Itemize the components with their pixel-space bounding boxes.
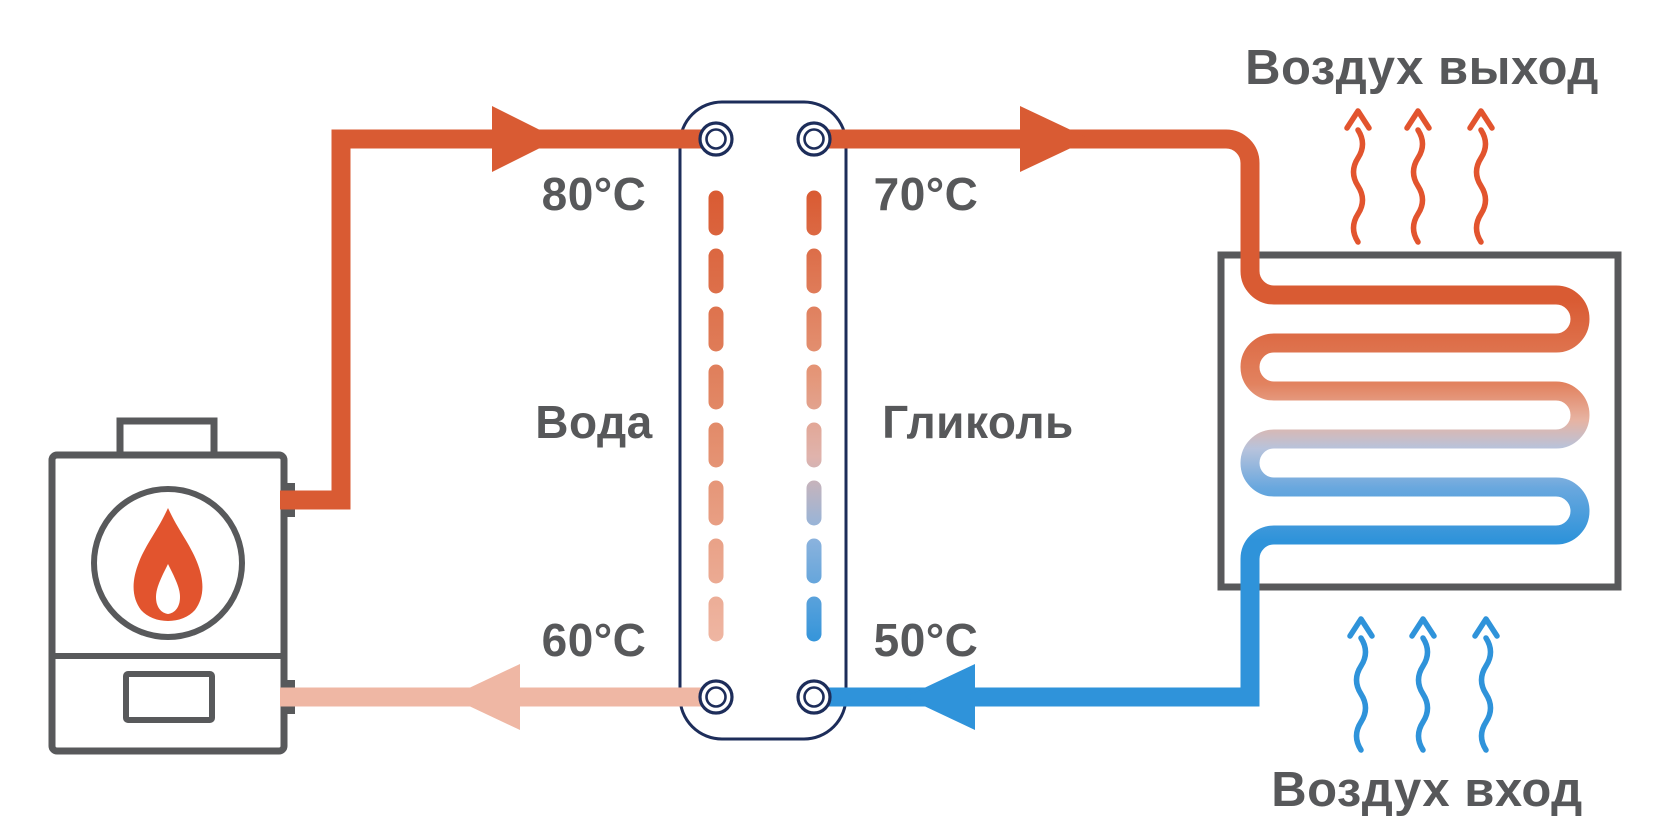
glycol-return-flow-arrow-icon <box>905 664 975 730</box>
boiler-door <box>123 671 215 723</box>
port-top-right <box>796 121 832 157</box>
water-return-flow-arrow-icon <box>450 664 520 730</box>
glycol-loop-coil-pipe <box>820 129 1590 707</box>
cold-air-arrow-icon <box>1347 616 1375 753</box>
exchanger-ports <box>698 121 832 715</box>
hot-air-arrow-icon <box>1344 108 1372 245</box>
fluid-label-glycol: Гликоль <box>882 396 1074 448</box>
cold-air-arrow-icon <box>1472 616 1500 753</box>
boiler <box>48 417 295 755</box>
temp-label-80: 80°C <box>542 168 647 220</box>
air-inlet-arrows <box>1347 616 1500 753</box>
supply-flow-arrow-icon <box>492 106 558 172</box>
port-bottom-left <box>698 679 734 715</box>
air-inlet-label: Воздух вход <box>1271 763 1583 817</box>
cold-air-arrow-icon <box>1409 616 1437 753</box>
flow-arrows <box>450 106 1090 730</box>
temp-label-70: 70°C <box>874 168 979 220</box>
fluid-label-water: Вода <box>535 396 653 448</box>
flame-inner-icon <box>156 564 180 614</box>
port-top-left <box>698 121 734 157</box>
temp-label-60: 60°C <box>542 614 647 666</box>
exchanger-channels <box>708 190 822 650</box>
glycol-supply-flow-arrow-icon <box>1020 106 1090 172</box>
air-outlet-label: Воздух выход <box>1245 41 1599 95</box>
port-bottom-right <box>796 679 832 715</box>
air-outlet-arrows <box>1344 108 1495 245</box>
labels: 80°C 70°C Вода Гликоль 60°C 50°C Воздух … <box>535 41 1599 817</box>
hot-air-arrow-icon <box>1404 108 1432 245</box>
temp-label-50: 50°C <box>874 614 979 666</box>
hot-air-arrow-icon <box>1467 108 1495 245</box>
